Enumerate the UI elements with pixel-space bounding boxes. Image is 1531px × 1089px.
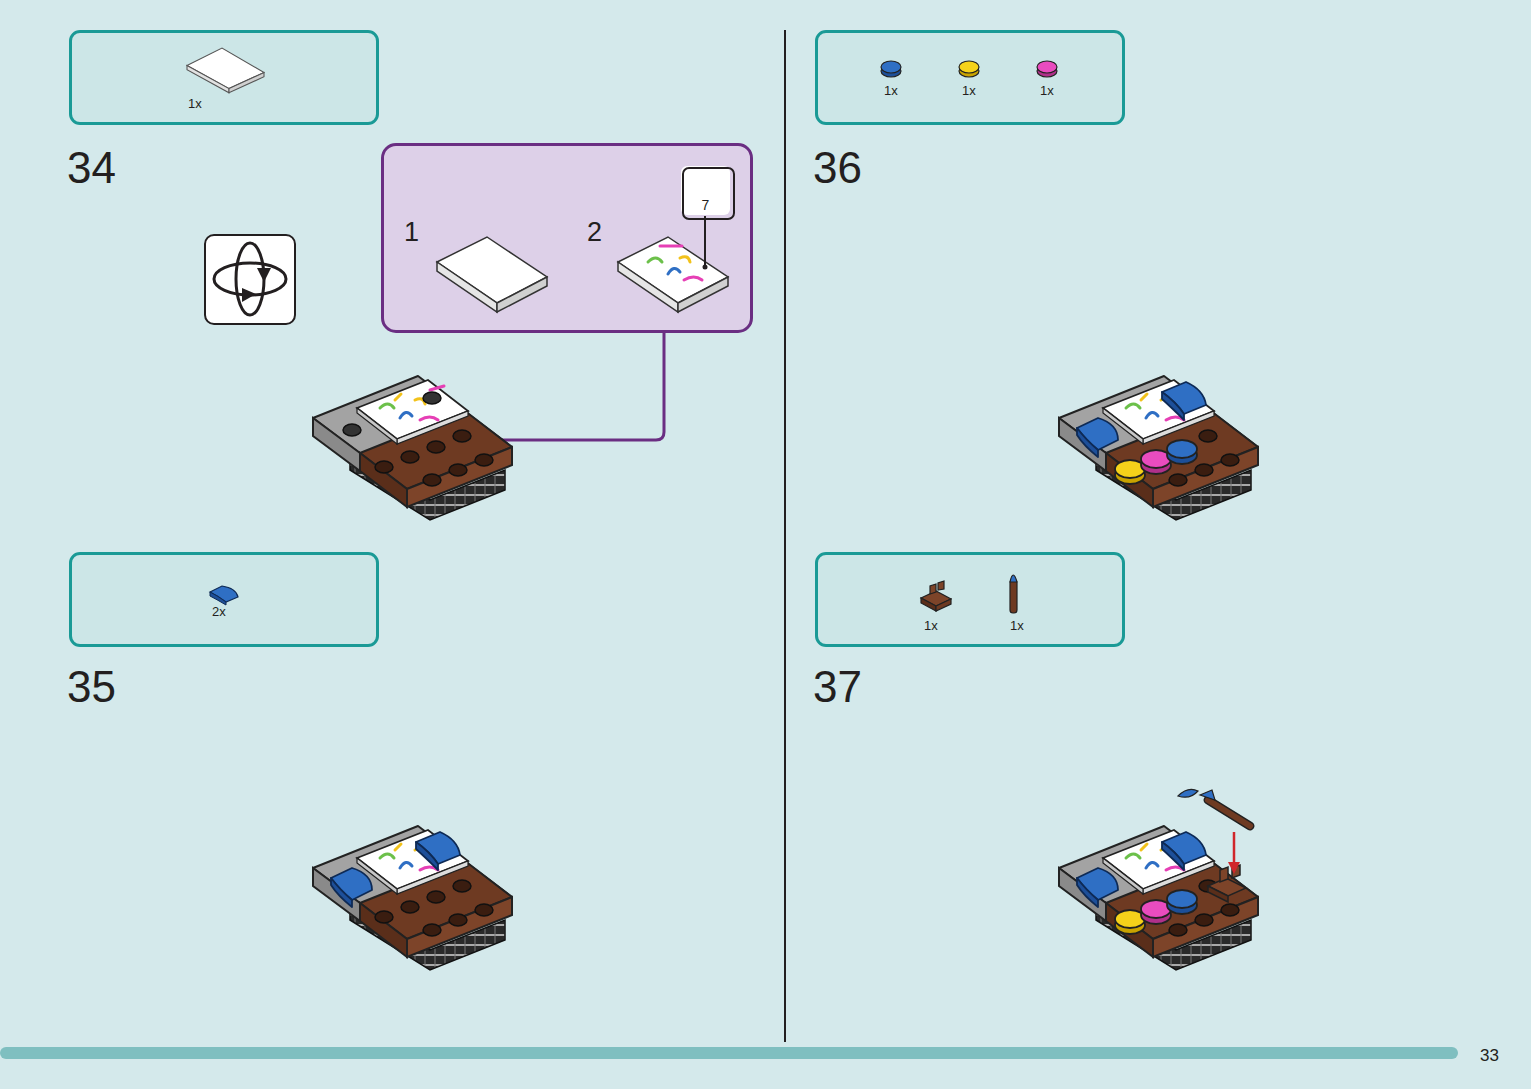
step-number: 37	[813, 665, 862, 709]
parts-box: 1x	[69, 30, 379, 125]
parts-box: 2x	[69, 552, 379, 647]
part-quantity: 1x	[962, 84, 976, 97]
parts-box: 1x 1x 1x	[815, 30, 1125, 125]
step-number: 34	[67, 146, 116, 190]
part-quantity: 2x	[212, 605, 226, 618]
sticker-box: 7	[682, 167, 735, 220]
parts-box: 1x 1x	[815, 552, 1125, 647]
step-number: 36	[813, 146, 862, 190]
part-quantity: 1x	[924, 619, 938, 632]
part-quantity: 1x	[1040, 84, 1054, 97]
submodel-callout: 1 2 7	[381, 143, 753, 333]
substep-number: 1	[404, 219, 419, 246]
page-number: 33	[1480, 1047, 1499, 1064]
part-quantity: 1x	[1010, 619, 1024, 632]
substep-number: 2	[587, 219, 602, 246]
part-quantity: 1x	[188, 97, 202, 110]
part-quantity: 1x	[884, 84, 898, 97]
sticker-number: 7	[681, 198, 730, 212]
step-number: 35	[67, 665, 116, 709]
